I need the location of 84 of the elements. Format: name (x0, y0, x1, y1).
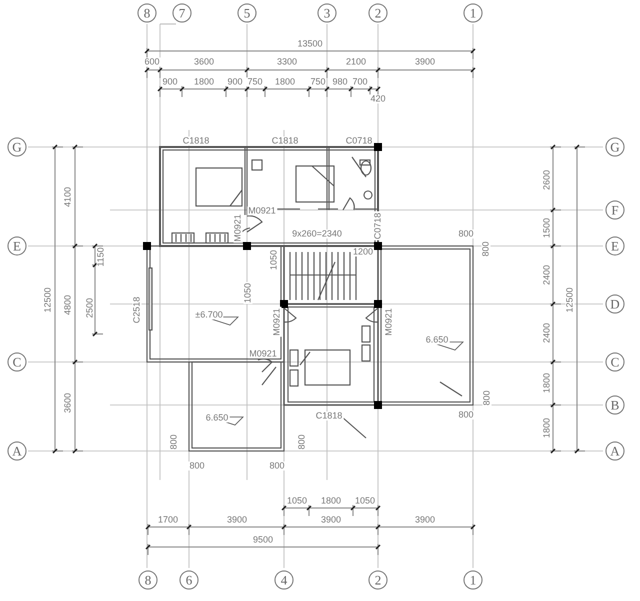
dimension-label: 700 (351, 78, 369, 86)
dimension-label: 1800 (542, 372, 552, 394)
dimension-label: 3900 (414, 58, 436, 66)
dimension-label: C1818 (314, 412, 344, 420)
dimension-label: 750 (309, 78, 327, 86)
dimension-label: 800 (170, 433, 178, 451)
dimension-label: 9500 (252, 536, 274, 544)
axis-bubble: B (606, 396, 624, 414)
dimension-label: 980 (331, 78, 349, 86)
axis-bubble: 2 (368, 570, 388, 590)
axis-bubble: 7 (172, 4, 192, 22)
axis-bubble: 2 (368, 4, 388, 22)
axis-bubble: D (606, 294, 624, 314)
axis-bubble: 6 (180, 570, 198, 590)
dimension-label: 1500 (542, 216, 552, 240)
dimension-label: 6.650 (204, 414, 230, 422)
dimension-label: 750 (246, 78, 264, 86)
dimension-label: 1150 (96, 246, 106, 268)
dimension-label: 800 (457, 410, 475, 420)
dimension-label: 800 (298, 433, 306, 451)
dimension-label: 800 (188, 462, 206, 470)
dimension-label: M0921 (234, 213, 242, 243)
dimension-label: M0921 (247, 206, 277, 216)
dimension-label: M0921 (272, 307, 282, 337)
dimension-label: C0718 (374, 212, 382, 240)
axis-bubble: 1 (464, 4, 482, 22)
dimension-label: 1200 (352, 248, 374, 256)
dimension-label: 4800 (64, 294, 72, 316)
dimension-label: C1818 (270, 136, 300, 146)
dimension-label: 9x260=2340 (291, 230, 343, 238)
dimension-label: 800 (268, 462, 286, 470)
dimension-label: 1800 (542, 416, 552, 440)
axis-bubble: 8 (138, 570, 158, 590)
axis-bubble: 3 (318, 4, 336, 22)
dimension-label: 13500 (296, 40, 324, 48)
dimension-label: 3600 (192, 58, 216, 66)
axis-bubble: 1 (464, 570, 482, 590)
axis-bubble: C (606, 352, 624, 372)
dimension-label: 1800 (192, 78, 216, 86)
axis-bubble: A (606, 442, 624, 460)
dimension-label: 3900 (226, 516, 248, 524)
dimension-label: 420 (369, 94, 387, 104)
dimension-label: 2400 (542, 264, 552, 286)
dimension-label: 2400 (542, 322, 552, 344)
dimension-label: 3900 (320, 516, 342, 524)
dimension-label: 800 (482, 240, 490, 258)
axis-bubble: 8 (138, 4, 156, 22)
dimension-label: 12500 (44, 286, 52, 314)
dimension-label: C0718 (344, 136, 374, 146)
dimension-label: 800 (482, 389, 492, 407)
axis-bubble: E (8, 236, 26, 256)
dimension-label: 2100 (344, 58, 368, 66)
dimension-label: 600 (143, 58, 161, 66)
dimension-label: 900 (161, 78, 179, 86)
axis-bubble: C (8, 352, 26, 372)
dimension-label: 12500 (566, 286, 574, 314)
dimension-label: 3300 (276, 58, 298, 66)
dimension-label: 1050 (270, 248, 278, 272)
dimension-label: 1800 (274, 78, 296, 86)
dimension-label: 2600 (542, 168, 552, 192)
dimension-label: 1800 (320, 496, 342, 506)
axis-bubble: G (8, 138, 26, 156)
dimension-label: 4100 (64, 186, 72, 208)
dimension-label: 3600 (64, 392, 72, 414)
dimension-label: 1050 (286, 496, 308, 506)
dimension-label: 6.650 (424, 336, 450, 344)
axis-bubble: 4 (274, 570, 294, 590)
axis-bubble: G (606, 138, 624, 156)
dimension-label: 1050 (354, 496, 376, 506)
dimension-label: 2500 (86, 296, 94, 320)
axis-bubble: 5 (238, 4, 256, 22)
dimension-label: 900 (226, 78, 244, 86)
axis-bubble: A (8, 442, 26, 460)
dimension-label: 1700 (156, 516, 180, 524)
axis-bubble: E (606, 236, 624, 256)
dimension-label: ±6.700 (194, 310, 224, 320)
axis-bubble: F (606, 200, 624, 220)
dimension-label: M0921 (248, 350, 278, 358)
dimension-label: 1050 (244, 282, 252, 304)
dimension-label: C2518 (132, 296, 142, 324)
dimension-label: M0921 (384, 307, 394, 337)
dimension-label: C1818 (182, 136, 210, 146)
dimension-label: 3900 (414, 516, 436, 524)
dimension-label: 800 (457, 230, 475, 238)
